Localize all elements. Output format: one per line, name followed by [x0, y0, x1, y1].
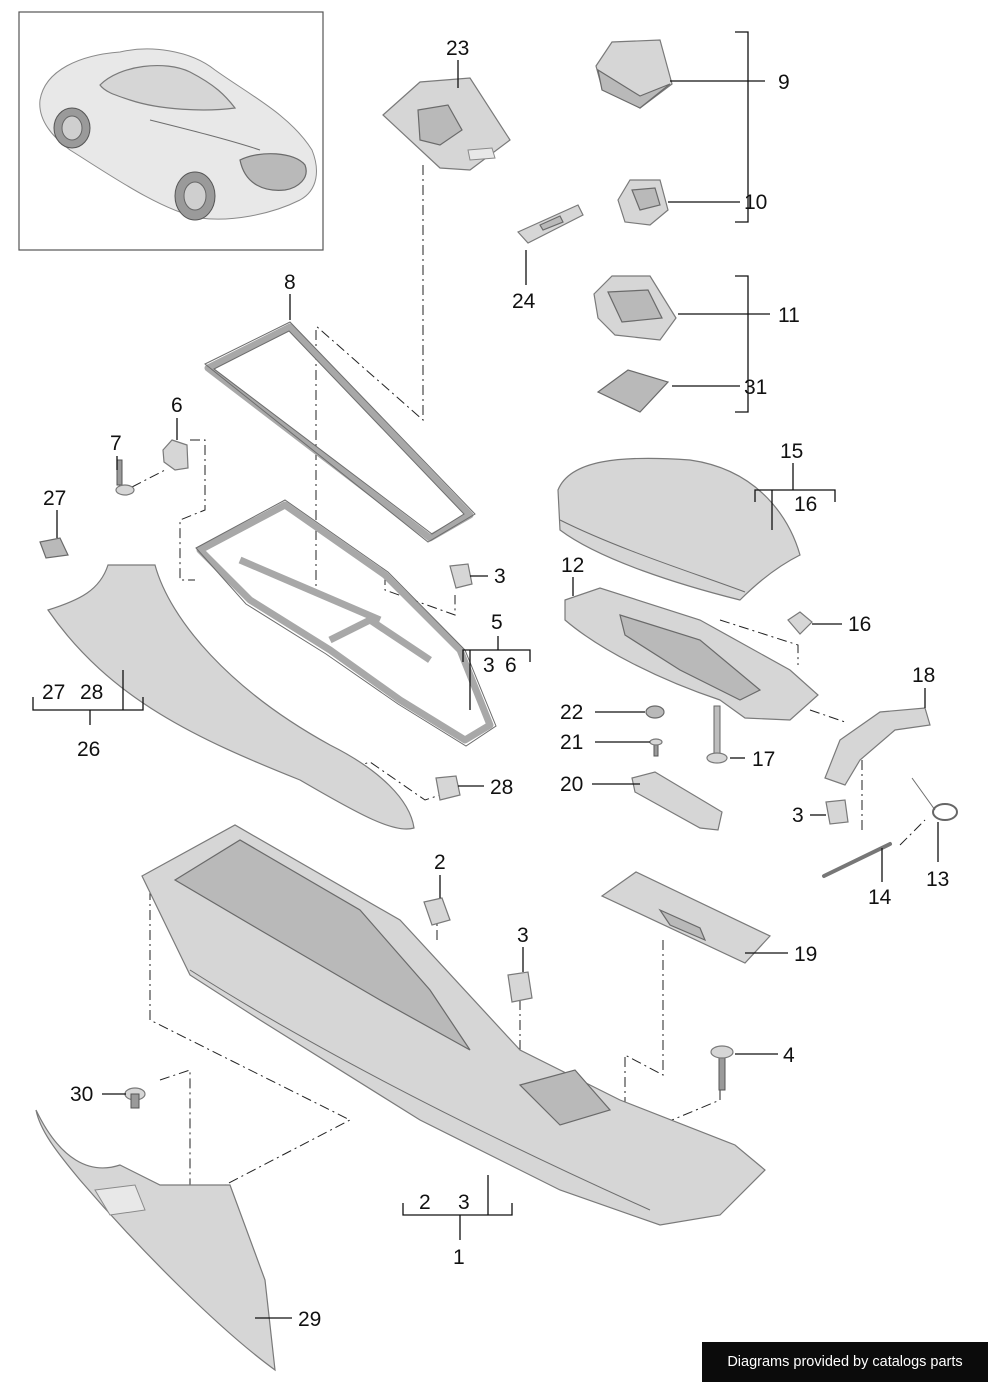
callout-13: 13	[926, 868, 949, 891]
callout-31: 31	[744, 376, 767, 399]
callout-17: 17	[752, 748, 775, 771]
part-3-clip-b	[825, 799, 849, 825]
attribution-text: Diagrams provided by catalogs parts	[727, 1354, 963, 1370]
part-3-clip-c	[507, 971, 533, 1003]
callout-12: 12	[561, 554, 584, 577]
callout-4: 4	[783, 1044, 795, 1067]
callout-22: 22	[560, 701, 583, 724]
callout-26: 26	[77, 738, 100, 761]
callout-1: 1	[453, 1246, 465, 1269]
part-11-storage-box	[593, 275, 677, 341]
callout-23: 23	[446, 37, 469, 60]
part-3-clip-a	[449, 563, 473, 589]
vehicle-inset	[18, 11, 324, 251]
part-9-tray	[595, 39, 673, 109]
callout-27-b: 27	[42, 681, 65, 704]
part-6-clip	[162, 439, 189, 471]
attribution-banner: Diagrams provided by catalogs parts	[702, 1342, 988, 1382]
callout-10: 10	[744, 191, 767, 214]
part-26-side-trim	[47, 564, 415, 830]
part-8-trim-frame	[204, 321, 476, 543]
part-23-shift-bezel	[382, 77, 511, 171]
callout-28-a: 28	[80, 681, 103, 704]
callout-30: 30	[70, 1083, 93, 1106]
part-19-mat	[600, 871, 771, 964]
callout-19: 19	[794, 943, 817, 966]
part-1-console-body	[141, 824, 766, 1226]
callout-3-d: 3	[517, 924, 529, 947]
callout-21: 21	[560, 731, 583, 754]
vehicle-illustration	[39, 48, 317, 221]
callout-29: 29	[298, 1308, 321, 1331]
part-16-clip	[787, 611, 813, 635]
part-18-bracket	[824, 707, 931, 786]
part-28-clip	[435, 775, 461, 801]
callout-7: 7	[110, 432, 122, 455]
callout-27-top: 27	[43, 487, 66, 510]
callout-8: 8	[284, 271, 296, 294]
part-22-bushing	[645, 705, 665, 719]
callout-3-a: 3	[494, 565, 506, 588]
callout-5: 5	[491, 611, 503, 634]
callout-16-a: 16	[794, 493, 817, 516]
callout-15: 15	[780, 440, 803, 463]
part-12-armrest-base	[564, 587, 819, 721]
part-10-insert	[617, 179, 669, 226]
callout-2-a: 2	[434, 851, 446, 874]
callout-6-top: 6	[171, 394, 183, 417]
leader-lines	[32, 31, 939, 1319]
callout-20: 20	[560, 773, 583, 796]
callout-28-b: 28	[490, 776, 513, 799]
callout-labels: 23 9 10 24 11 31 8 6 7 27 3 5 3 6 27 28 …	[42, 37, 949, 1331]
part-20-pad	[631, 771, 723, 831]
part-31-mat	[596, 369, 670, 413]
callout-18: 18	[912, 664, 935, 687]
callout-9: 9	[778, 71, 790, 94]
part-4-screw	[710, 1045, 734, 1091]
part-15-armrest-lid	[557, 457, 801, 601]
callout-11: 11	[778, 304, 800, 327]
part-27-clip	[39, 537, 69, 559]
part-14-rod	[822, 842, 892, 878]
part-13-spring	[911, 777, 958, 821]
part-24-bracket	[517, 204, 584, 244]
callout-3-e: 3	[458, 1191, 470, 1214]
callout-2-b: 2	[419, 1191, 431, 1214]
part-2-clip	[423, 897, 451, 926]
callout-3-b: 3	[483, 654, 495, 677]
callout-16-b: 16	[848, 613, 871, 636]
part-30-screw	[124, 1087, 146, 1109]
callout-14: 14	[868, 886, 892, 909]
callout-24: 24	[512, 290, 536, 313]
part-21-screw	[649, 738, 663, 757]
callout-6-b: 6	[505, 654, 517, 677]
part-7-screw	[115, 459, 135, 496]
part-5-carrier-frame	[195, 499, 497, 747]
part-17-stud	[706, 705, 728, 764]
callout-3-c: 3	[792, 804, 804, 827]
part-29-lower-trim	[35, 1109, 276, 1372]
